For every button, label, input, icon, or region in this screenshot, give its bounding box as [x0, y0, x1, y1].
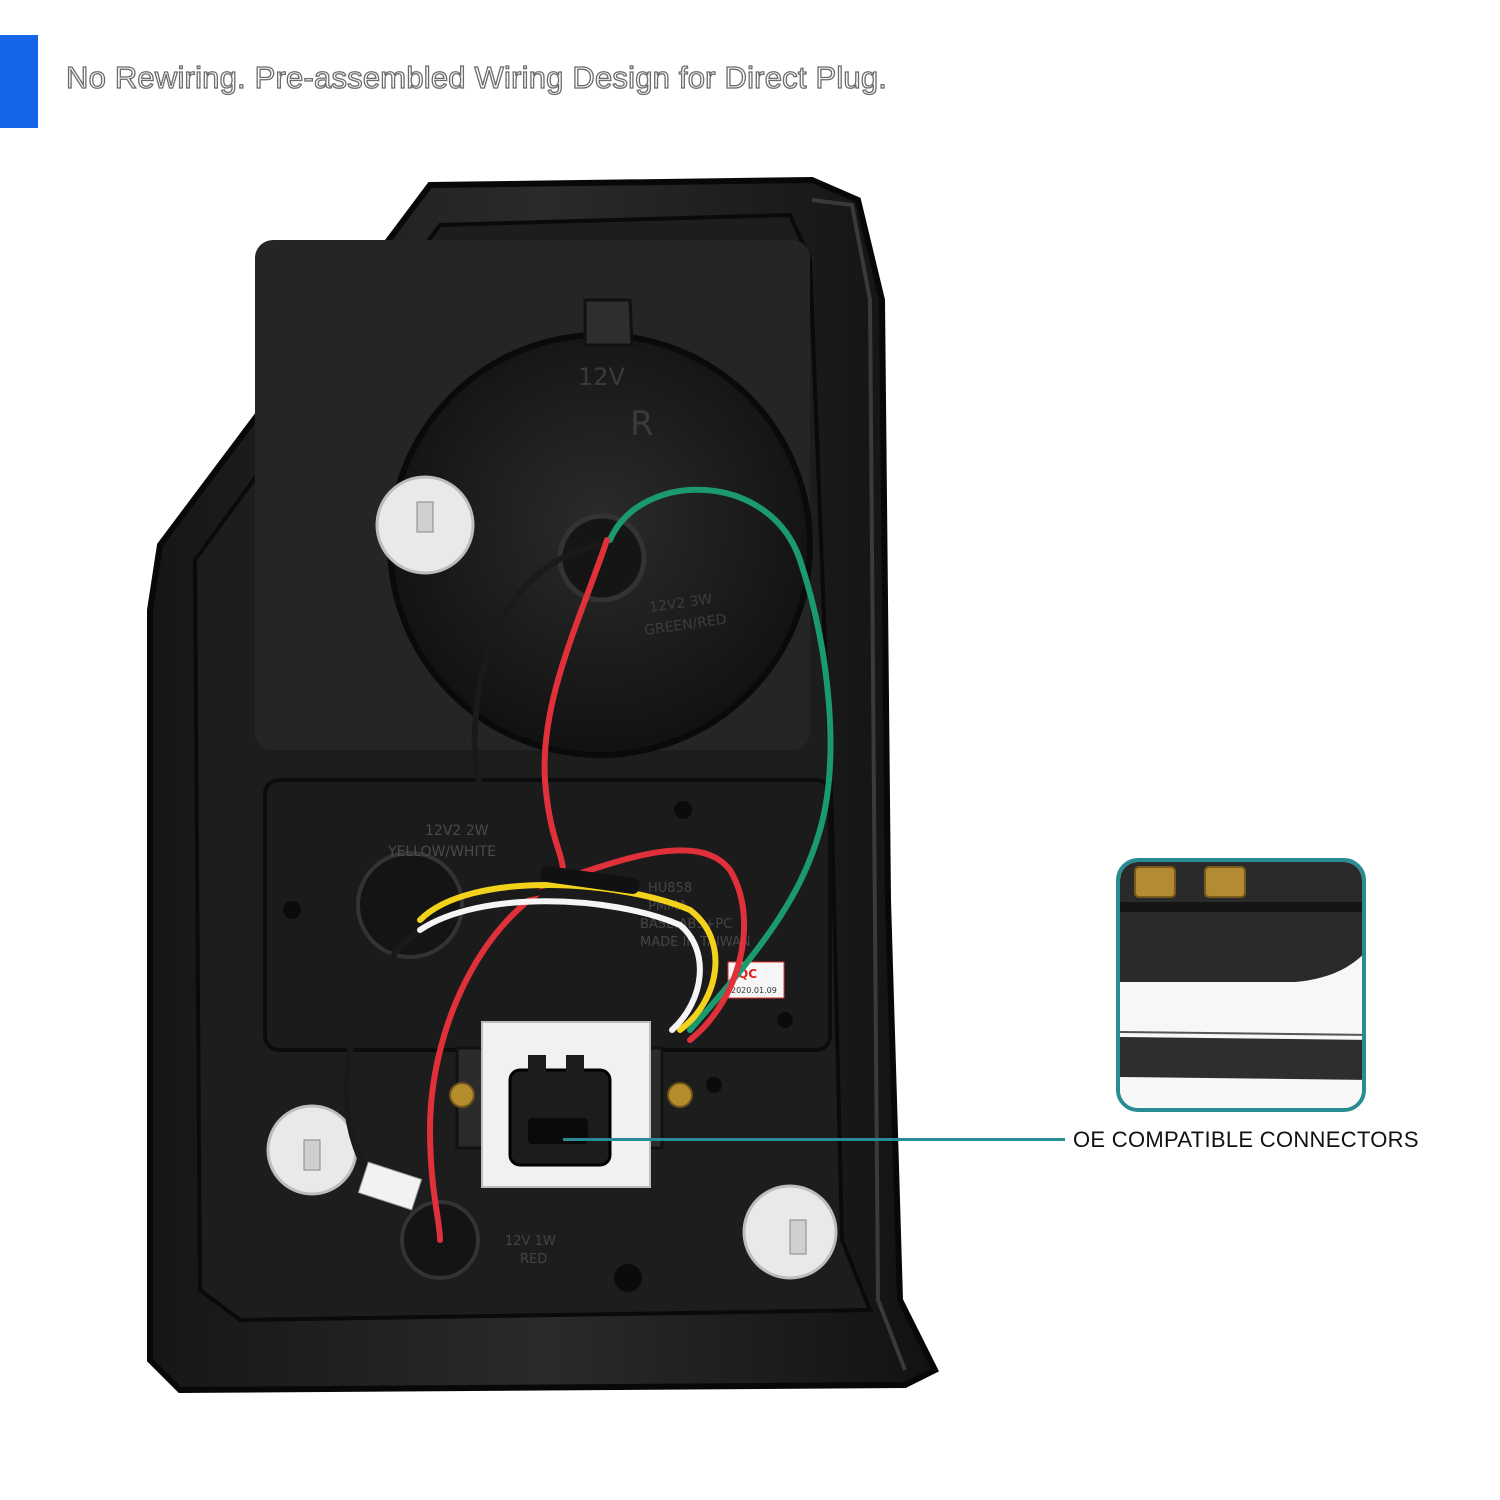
marking-spec-bottom: 12V 1W — [505, 1234, 556, 1249]
wire-yellow — [417, 882, 719, 1033]
wire-red-upper — [541, 537, 610, 883]
marking-color-bottom: RED — [520, 1252, 547, 1267]
wire-harness — [343, 486, 834, 1243]
wire-black-lower — [343, 877, 603, 1188]
wire-red-cross — [557, 847, 748, 1043]
callout-label: OE COMPATIBLE CONNECTORS — [1073, 1127, 1419, 1152]
socket-label-tag — [357, 1161, 423, 1211]
housing-rim-right — [811, 198, 907, 1371]
marking-part-no: HU858 — [648, 881, 692, 896]
mounting-stud-lower-left — [266, 1104, 358, 1196]
marking-spec-mid: 12V2 2W — [425, 823, 489, 839]
svg-text:2020.01.09: 2020.01.09 — [731, 986, 777, 995]
wire-black-upper — [471, 542, 603, 883]
callout-leader-line — [563, 1138, 1065, 1141]
marking-12v: 12V — [578, 363, 626, 391]
wire-green — [607, 486, 834, 1033]
wire-red-lower — [426, 877, 563, 1243]
bulb-socket-middle — [356, 851, 464, 959]
mount-tab — [583, 298, 634, 347]
connector-zoom-photo — [1120, 862, 1362, 1108]
harness-sleeve — [540, 866, 640, 894]
wire-white — [417, 898, 703, 1033]
marking-r: R — [630, 404, 654, 444]
headline: No Rewiring. Pre-assembled Wiring Design… — [65, 59, 888, 95]
oe-connector — [508, 1055, 612, 1167]
connector-zoom-inset — [1116, 858, 1366, 1112]
mounting-stud-upper-left — [375, 475, 475, 575]
marking-colors-mid: YELLOW/WHITE — [387, 844, 496, 860]
headline-accent-bar — [0, 35, 38, 128]
mounting-stud-lower-right — [742, 1184, 838, 1280]
